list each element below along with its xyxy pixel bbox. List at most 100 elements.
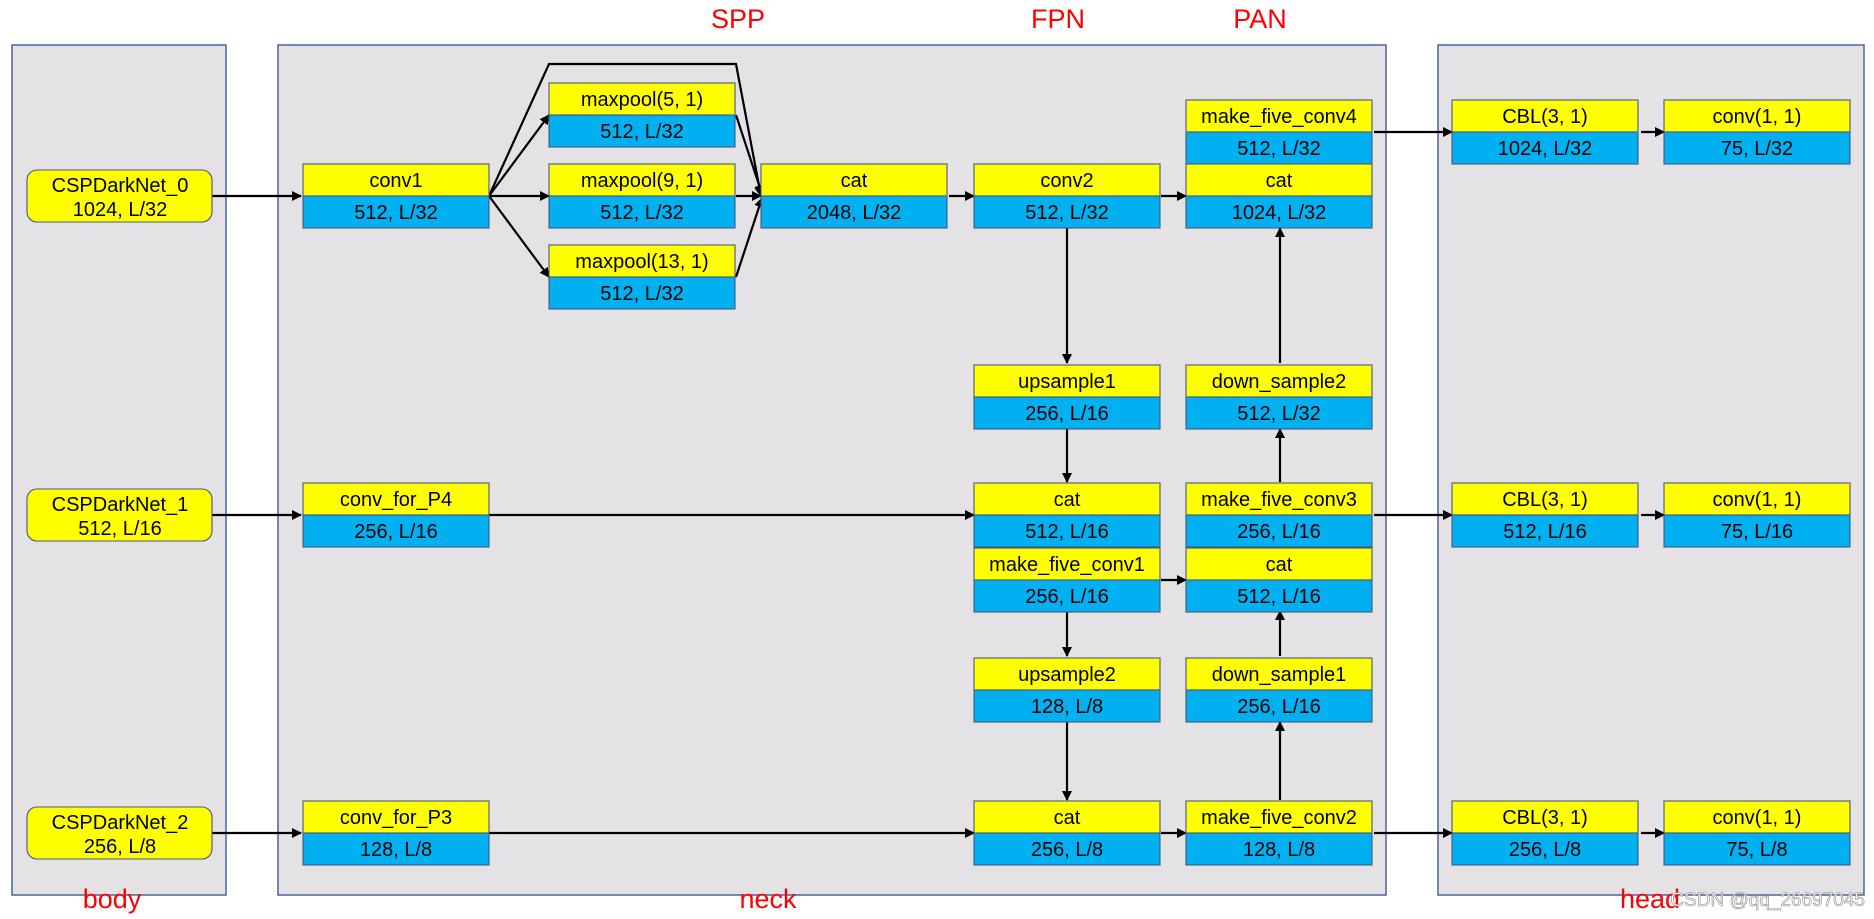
layer-block-shape: 75, L/8 <box>1726 839 1787 861</box>
layer-block: maxpool(9, 1)512, L/32 <box>548 163 736 229</box>
layer-block-shape: 256, L/16 <box>1025 586 1108 608</box>
section-label-spp: SPP <box>711 4 765 34</box>
layer-block-bottom <box>548 195 736 229</box>
watermark: CSDN @qq_26697045 <box>1670 890 1865 911</box>
layer-block-shape: 512, L/32 <box>354 202 437 224</box>
layer-block-bottom <box>548 114 736 148</box>
layer-block-bottom <box>1185 195 1373 229</box>
layer-block-shape: 128, L/8 <box>360 839 432 861</box>
layer-block-top <box>973 364 1161 398</box>
input-node-box <box>26 806 213 860</box>
arrow-conv1-maxpool13 <box>488 195 550 278</box>
layer-block-name: cat <box>841 170 868 192</box>
layer-block-top <box>973 800 1161 834</box>
section-label-pan: PAN <box>1233 4 1287 34</box>
layer-block-name: maxpool(5, 1) <box>581 89 703 111</box>
layer-block: maxpool(13, 1)512, L/32 <box>548 244 736 310</box>
layer-block-shape: 512, L/32 <box>600 202 683 224</box>
layer-block-name: cat <box>1266 170 1293 192</box>
input-node: CSPDarkNet_1 512, L/16 <box>26 488 213 542</box>
layer-block-bottom <box>760 195 948 229</box>
input-node-name: CSPDarkNet_2 <box>52 812 189 834</box>
layer-block-shape: 512, L/32 <box>1237 403 1320 425</box>
layer-block: make_five_conv3 256, L/16 <box>1185 482 1373 548</box>
layer-block: maxpool(5, 1) 512, L/32 <box>548 82 736 148</box>
layer-block-bottom <box>1663 832 1851 866</box>
layer-block-top <box>1451 99 1639 133</box>
section-label-head: head <box>1620 884 1680 914</box>
layer-block-name: make_five_conv4 <box>1201 106 1357 128</box>
layer-block-shape: 1024, L/32 <box>1232 202 1327 224</box>
layer-block-top <box>548 244 736 278</box>
layer-block-bottom <box>1663 514 1851 548</box>
layer-block-bottom <box>1451 131 1639 165</box>
layer-block-name: cat <box>1054 489 1081 511</box>
layer-block-bottom <box>973 689 1161 723</box>
layer-block-shape: 256, L/8 <box>1509 839 1581 861</box>
layer-block-bottom <box>973 396 1161 430</box>
connection-arrows <box>212 62 1665 838</box>
layer-block-bottom <box>1451 832 1639 866</box>
layer-block-shape: 2048, L/32 <box>807 202 902 224</box>
layer-block-shape: 75, L/16 <box>1721 521 1793 543</box>
layer-block-top <box>548 82 736 116</box>
layer-block-top <box>1185 163 1373 197</box>
layer-block: CBL(3, 1) 256, L/8 <box>1451 800 1639 866</box>
layer-block-shape: 256, L/16 <box>1237 521 1320 543</box>
layer-block-shape: 128, L/8 <box>1031 696 1103 718</box>
layer-block-bottom <box>302 832 490 866</box>
section-label-neck: neck <box>739 884 797 914</box>
head-panel <box>1437 44 1865 896</box>
layer-block-bottom <box>1451 514 1639 548</box>
input-node-shape: 512, L/16 <box>78 518 161 540</box>
layer-block-name: conv(1, 1) <box>1713 106 1802 128</box>
layer-block-name: make_five_conv2 <box>1201 807 1357 829</box>
layer-block-shape: 1024, L/32 <box>1498 138 1593 160</box>
layer-block-shape: 512, L/32 <box>600 121 683 143</box>
layer-block-name: CBL(3, 1) <box>1502 489 1588 511</box>
layer-block-name: CBL(3, 1) <box>1502 807 1588 829</box>
layer-block-name: conv_for_P3 <box>340 807 452 829</box>
layer-block-bottom <box>1185 832 1373 866</box>
layer-block: CBL(3, 1) 1024, L/32 <box>1451 99 1639 165</box>
layer-block-name: down_sample2 <box>1212 371 1347 393</box>
layer-block-bottom <box>1185 689 1373 723</box>
input-node-box <box>26 488 213 542</box>
layer-block-bottom <box>1185 131 1373 165</box>
input-node-box <box>26 169 213 223</box>
layer-block-shape: 256, L/16 <box>1237 696 1320 718</box>
layer-block: cat 1024, L/32 <box>1185 163 1373 229</box>
layer-block-bottom <box>1185 396 1373 430</box>
layer-block: cat 2048, L/32 <box>760 163 948 229</box>
layer-block-top <box>548 163 736 197</box>
layer-block-shape: 128, L/8 <box>1243 839 1315 861</box>
layer-block-bottom <box>548 276 736 310</box>
layer-block-top <box>1663 482 1851 516</box>
layer-block: conv(1, 1)75, L/8 <box>1663 800 1851 866</box>
layer-block: conv(1, 1)75, L/32 <box>1663 99 1851 165</box>
layer-block-bottom <box>973 832 1161 866</box>
layer-block-shape: 512, L/16 <box>1237 586 1320 608</box>
input-node-shape: 256, L/8 <box>84 836 156 858</box>
layer-block-shape: 256, L/16 <box>354 521 437 543</box>
layer-block-shape: 512, L/16 <box>1503 521 1586 543</box>
section-label-body: body <box>83 884 142 914</box>
layer-block-top <box>1185 482 1373 516</box>
layer-block-shape: 512, L/16 <box>1025 521 1108 543</box>
layer-block-name: make_five_conv3 <box>1201 489 1357 511</box>
layer-block-bottom <box>973 579 1161 613</box>
layer-block-bottom <box>302 514 490 548</box>
arrow-maxpool5-cat <box>734 114 764 195</box>
layer-block-top <box>302 800 490 834</box>
layer-block-top <box>1185 99 1373 133</box>
layer-block-name: conv_for_P4 <box>340 489 452 511</box>
layer-block-name: maxpool(13, 1) <box>575 251 708 273</box>
layer-block-name: CBL(3, 1) <box>1502 106 1588 128</box>
layer-block-shape: 512, L/32 <box>1025 202 1108 224</box>
